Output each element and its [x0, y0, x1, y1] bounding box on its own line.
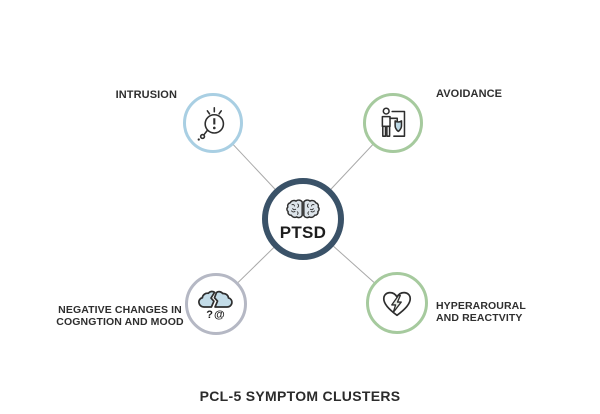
diagram-title: PCL-5 SYMPTOM CLUSTERS [199, 388, 401, 404]
label-negative-line2: COGNGTION AND MOOD [56, 316, 184, 329]
center-node-label: PTSD [279, 222, 327, 242]
node-negative-changes: ?@ [185, 273, 247, 335]
node-avoidance [363, 93, 423, 153]
question-at-text: ?@ [206, 308, 226, 321]
node-hyperarousal [366, 272, 428, 334]
node-intrusion [183, 93, 243, 153]
heart-lightning-icon [382, 291, 412, 316]
label-hyperarousal-line1: HYPERAROURAL [436, 300, 526, 312]
alert-speech-bubble-icon [197, 107, 225, 141]
broken-cloud-icon [198, 290, 233, 308]
center-node-ptsd: PTSD [262, 178, 344, 260]
label-negative-line1: NEGATIVE CHANGES IN [58, 304, 182, 316]
label-hyperarousal: HYPERAROURAL AND REACTVITY [436, 300, 526, 325]
person-shield-icon [381, 107, 406, 137]
brain-icon [286, 198, 320, 218]
label-intrusion: INTRUSION [115, 89, 177, 101]
label-avoidance: AVOIDANCE [436, 88, 503, 100]
label-negative-changes: NEGATIVE CHANGES IN COGNGTION AND MOOD [56, 304, 183, 329]
label-hyperarousal-line2: AND REACTVITY [436, 312, 523, 325]
